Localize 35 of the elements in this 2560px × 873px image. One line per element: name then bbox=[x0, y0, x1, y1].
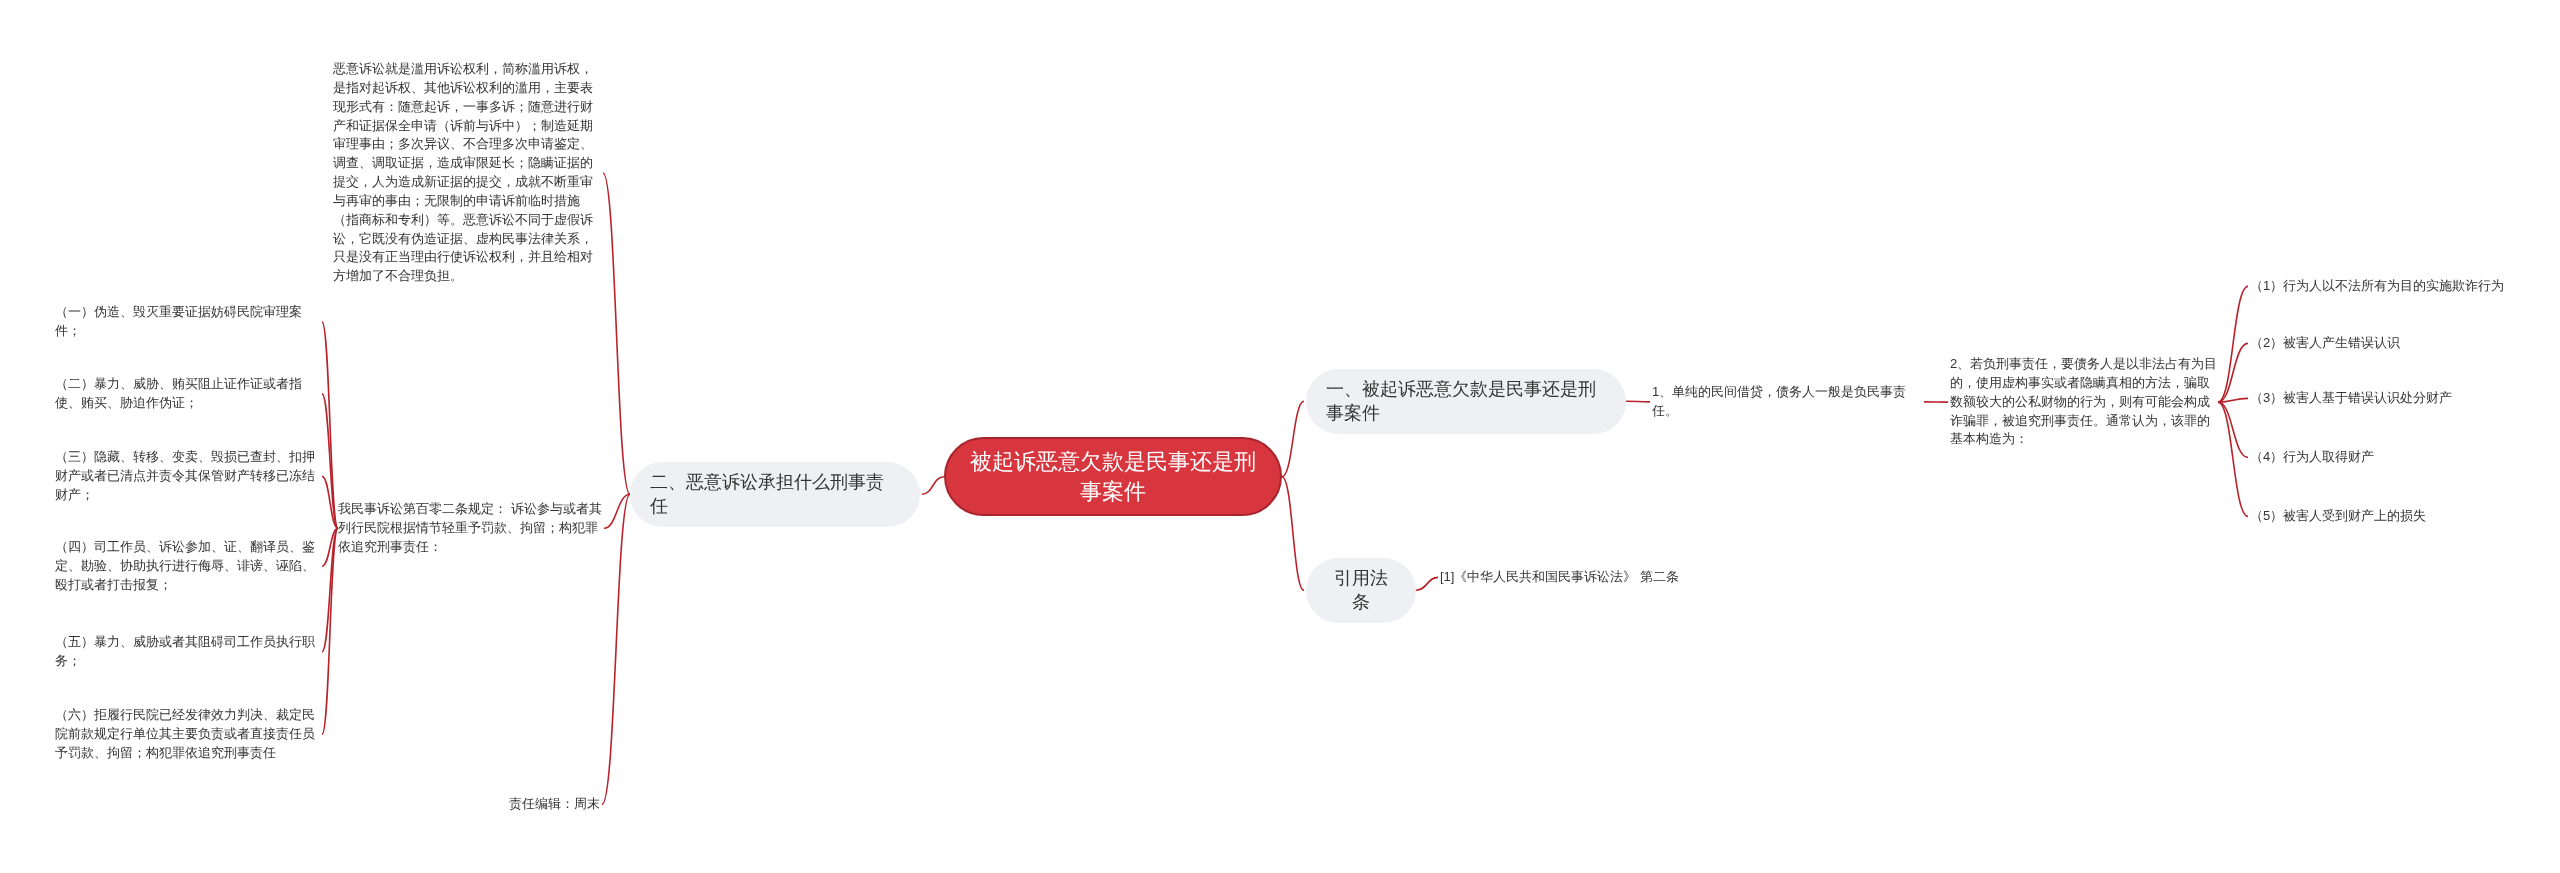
connector-line bbox=[1281, 475, 1305, 592]
editor-note: 责任编辑：周末 bbox=[490, 795, 600, 814]
branch-text: （四）司工作员、诉讼参加、证、翻译员、鉴定、勘验、协助执行进行侮辱、诽谤、诬陷、殴打或者打击报复； bbox=[55, 538, 320, 595]
connector-line bbox=[603, 493, 631, 530]
branch-text: （三）隐藏、转移、变卖、毁损已查封、扣押财产或者已清点并责令其保管财产转移已冻结财产； bbox=[55, 448, 320, 505]
branch-text: （五）暴力、威胁或者其阻碍司工作员执行职务； bbox=[55, 633, 320, 671]
branch-text: （3）被害人基于错误认识处分财产 bbox=[2250, 389, 2550, 408]
branch-text: 我民事诉讼第百零二条规定： 诉讼参与或者其列行民院根据情节轻重予罚款、拘留；构犯罪依追究刑事责任： bbox=[338, 500, 602, 557]
branch-text: （六）拒履行民院已经发律效力判决、裁定民院前款规定行单位其主要负责或者直接责任员予罚款、拘留；构犯罪依追究刑事责任 bbox=[55, 706, 320, 763]
connector-line bbox=[321, 527, 339, 736]
connector-line bbox=[1415, 576, 1439, 592]
central-topic: 被起诉恶意欠款是民事还是刑事案件 bbox=[944, 437, 1282, 517]
connector-line bbox=[601, 493, 631, 806]
branch-text: （2）被害人产生错误认识 bbox=[2250, 334, 2550, 353]
connector-line bbox=[2217, 401, 2249, 518]
branch-text: 1、单纯的民间借贷，债务人一般是负民事责任。 bbox=[1652, 383, 1924, 421]
connector-line bbox=[1625, 400, 1651, 403]
topic-pill: 一、被起诉恶意欠款是民事还是刑事案件 bbox=[1306, 369, 1626, 434]
connector-line bbox=[321, 527, 339, 568]
branch-text: （5）被害人受到财产上的损失 bbox=[2250, 507, 2550, 526]
branch-text: （二）暴力、威胁、贿买阻止证作证或者指使、贿买、胁迫作伪证； bbox=[55, 375, 320, 413]
branch-text: （1）行为人以不法所有为目的实施欺诈行为 bbox=[2250, 277, 2550, 296]
connector-line bbox=[1281, 400, 1305, 478]
branch-text: 2、若负刑事责任，要债务人是以非法占有为目的，使用虚构事实或者隐瞒真相的方法，骗取数额较大的公私财物的行为，则有可能会构成诈骗罪，被追究刑事责任。通常认为，该罪的基本构造为： bbox=[1950, 355, 2218, 450]
connector-line bbox=[1923, 401, 1949, 403]
connector-line bbox=[921, 475, 945, 496]
branch-text: 恶意诉讼就是滥用诉讼权利，简称滥用诉权，是指对起诉权、其他诉讼权利的滥用，主要表现形式有：随意起诉，一事多诉；随意进行财产和证据保全申请（诉前与诉中）；制造延期审理事由；多次异议、不合理多次申请鉴定、调查、调取证据，造成审限延长；隐瞒证据的提交，人为造成新证据的提交，成就不断重审与再审的事由；无限制的申请诉前临时措施（指商标和专利）等。恶意诉讼不同于虚假诉讼，它既没有伪造证据、虚构民事法律关系，只是没有正当理由行使诉讼权利，并且给相对方增加了不合理负担。 bbox=[333, 60, 601, 287]
branch-text: （4）行为人取得财产 bbox=[2250, 448, 2550, 467]
branch-text: [1]《中华人民共和国民事诉讼法》 第二条 bbox=[1440, 568, 1730, 587]
connector-line bbox=[2217, 397, 2249, 403]
connector-line bbox=[602, 172, 631, 496]
branch-text: （一）伪造、毁灭重要证据妨碍民院审理案件； bbox=[55, 303, 320, 341]
topic-pill: 引用法条 bbox=[1306, 558, 1416, 623]
connector-line bbox=[321, 475, 339, 530]
topic-pill: 二、恶意诉讼承担什么刑事责任 bbox=[630, 462, 920, 527]
